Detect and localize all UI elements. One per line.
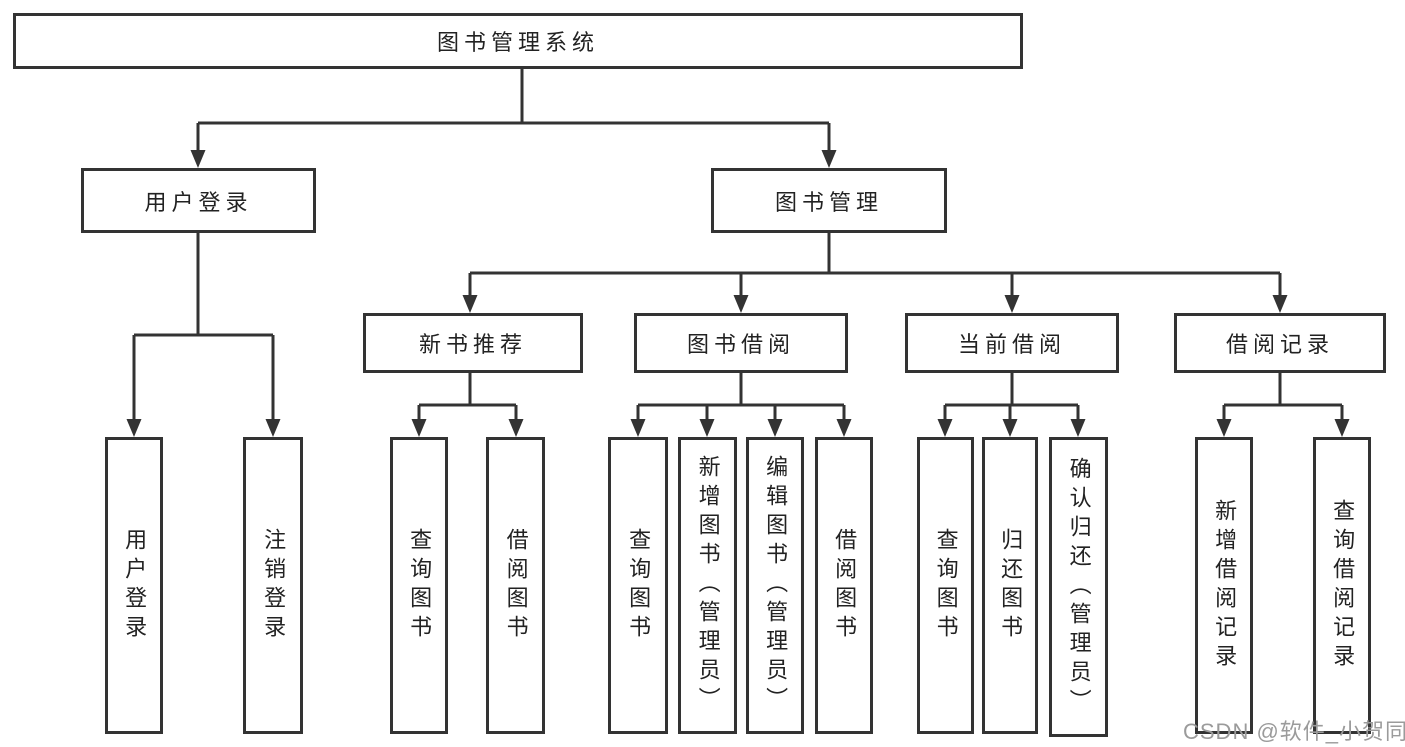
arrow-down-icon: [836, 419, 852, 437]
node-label: 用户登录: [122, 527, 148, 644]
leaf-query-books-borrow: 查询图书: [608, 437, 668, 734]
node-current-borrowing: 当前借阅: [905, 313, 1119, 373]
leaf-add-book-admin: 新增图书（管理员）: [678, 437, 737, 734]
arrow-down-icon: [1004, 295, 1020, 313]
leaf-borrow-books: 借阅图书: [815, 437, 873, 734]
arrow-down-icon: [190, 150, 206, 168]
node-user-login: 用户登录: [81, 168, 316, 233]
leaf-logout: 注销登录: [243, 437, 303, 734]
node-label: 图书管理系统: [436, 30, 599, 55]
leaf-add-borrow-record: 新增借阅记录: [1195, 437, 1253, 734]
node-label: 图书借阅: [686, 332, 795, 357]
arrow-down-icon: [462, 295, 478, 313]
leaf-query-books-recommend: 查询图书: [390, 437, 448, 734]
node-label: 图书管理: [774, 189, 883, 215]
arrow-down-icon: [937, 419, 953, 437]
node-label: 注销登录: [261, 527, 287, 644]
leaf-confirm-return-admin: 确认归还（管理员）: [1049, 437, 1108, 737]
csdn-watermark: CSDN @软件_小贺同学: [1183, 719, 1405, 744]
arrow-down-icon: [126, 419, 142, 437]
node-label: 新增借阅记录: [1212, 498, 1238, 673]
arrow-down-icon: [508, 419, 524, 437]
node-label: 归还图书: [998, 527, 1024, 644]
arrow-down-icon: [821, 150, 837, 168]
node-label: 确认归还（管理员）: [1066, 456, 1092, 718]
arrow-down-icon: [1334, 419, 1350, 437]
node-label: 新书推荐: [418, 332, 527, 357]
node-borrowing-records: 借阅记录: [1174, 313, 1386, 373]
node-book-management: 图书管理: [711, 168, 947, 233]
arrow-down-icon: [767, 419, 783, 437]
node-label: 查询图书: [407, 527, 433, 644]
node-library-management-system: 图书管理系统: [13, 13, 1023, 69]
arrow-down-icon: [411, 419, 427, 437]
leaf-query-books-current: 查询图书: [917, 437, 974, 734]
arrow-down-icon: [1216, 419, 1232, 437]
leaf-edit-book-admin: 编辑图书（管理员）: [746, 437, 804, 734]
leaf-borrow-books-recommend: 借阅图书: [486, 437, 545, 734]
node-label: 借阅记录: [1225, 332, 1334, 357]
node-label: 借阅图书: [832, 527, 858, 644]
node-label: 用户登录: [144, 189, 253, 215]
node-label: 新增图书（管理员）: [695, 455, 721, 716]
leaf-return-books: 归还图书: [982, 437, 1038, 734]
arrow-down-icon: [1070, 419, 1086, 437]
leaf-user-login: 用户登录: [105, 437, 163, 734]
arrow-down-icon: [1002, 419, 1018, 437]
arrow-down-icon: [1272, 295, 1288, 313]
node-label: 编辑图书（管理员）: [763, 455, 789, 716]
arrow-down-icon: [699, 419, 715, 437]
arrow-down-icon: [733, 295, 749, 313]
node-book-borrowing: 图书借阅: [634, 313, 848, 373]
node-label: 当前借阅: [957, 332, 1066, 357]
node-new-book-recommend: 新书推荐: [363, 313, 583, 373]
leaf-query-borrow-record: 查询借阅记录: [1313, 437, 1371, 734]
arrow-down-icon: [265, 419, 281, 437]
arrow-down-icon: [630, 419, 646, 437]
node-label: 查询图书: [933, 527, 959, 644]
node-label: 查询图书: [626, 527, 652, 644]
node-label: 查询借阅记录: [1330, 498, 1356, 673]
node-label: 借阅图书: [503, 527, 529, 644]
